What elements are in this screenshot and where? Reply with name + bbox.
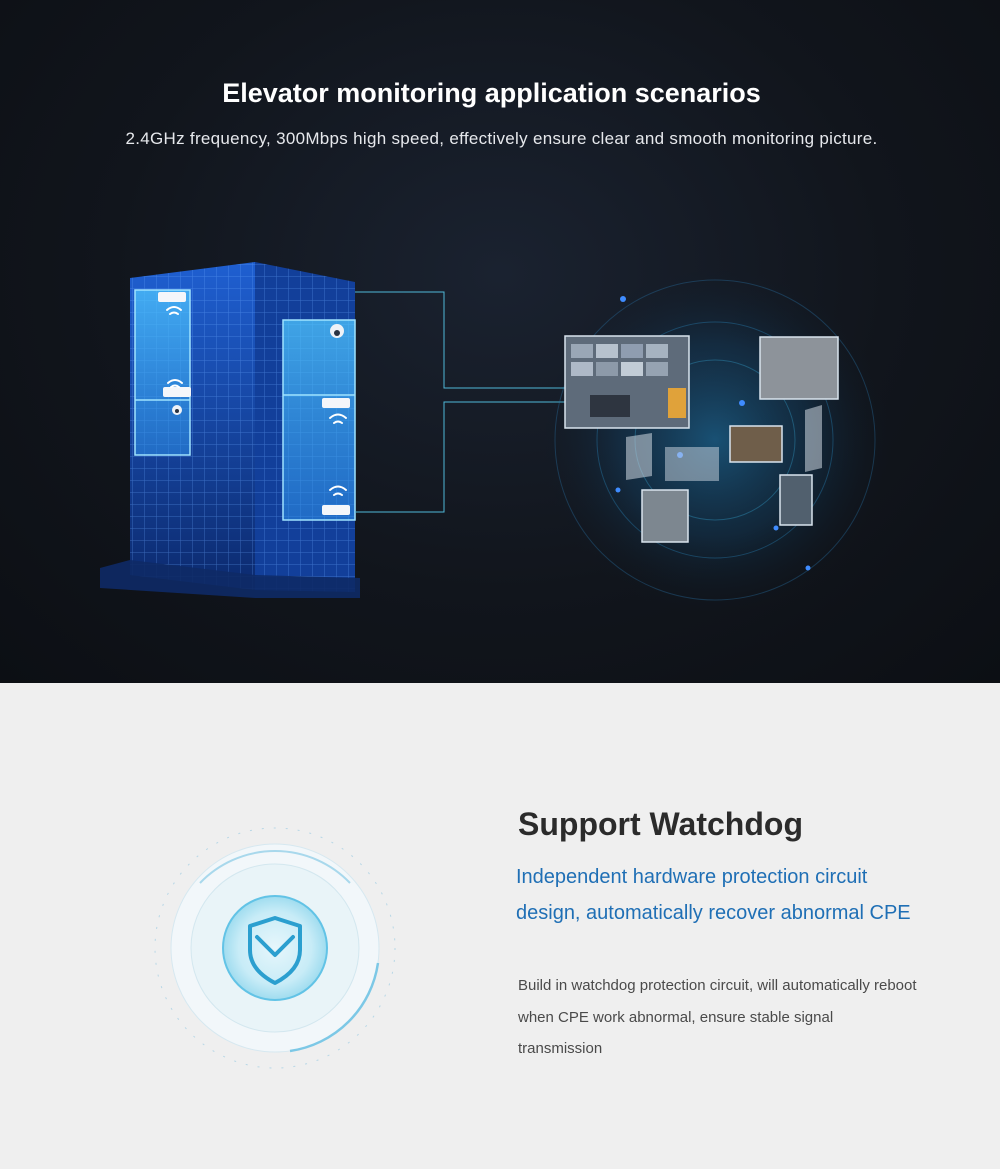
section-title: Elevator monitoring application scenario… (222, 78, 761, 108)
feature-title: Support Watchdog (518, 806, 803, 842)
elevator-monitoring-illustration (100, 262, 890, 615)
corridor-screen (641, 489, 689, 543)
feature-description: Build in watchdog protection circuit, wi… (518, 977, 917, 1057)
elevator-scenario-section: Elevator monitoring application scenario… (0, 0, 1000, 683)
section-subtitle: 2.4GHz frequency, 300Mbps high speed, ef… (125, 129, 878, 148)
watchdog-illustration (154, 827, 396, 1069)
worker-screen (779, 474, 813, 526)
watchdog-section: Support Watchdog Independent hardware pr… (0, 683, 1000, 1169)
monitoring-screens (564, 335, 839, 543)
connection-lines (355, 291, 565, 513)
wifi-icon (166, 306, 347, 496)
lobby-screen (729, 425, 783, 463)
control-room-screen (564, 335, 690, 429)
camera-icon (172, 324, 344, 415)
building-icon (100, 262, 360, 598)
elevator-cabin-screen (759, 336, 839, 400)
shield-icon (248, 916, 302, 985)
monitoring-halo (540, 265, 890, 615)
feature-lead: Independent hardware protection circuit … (516, 866, 911, 924)
